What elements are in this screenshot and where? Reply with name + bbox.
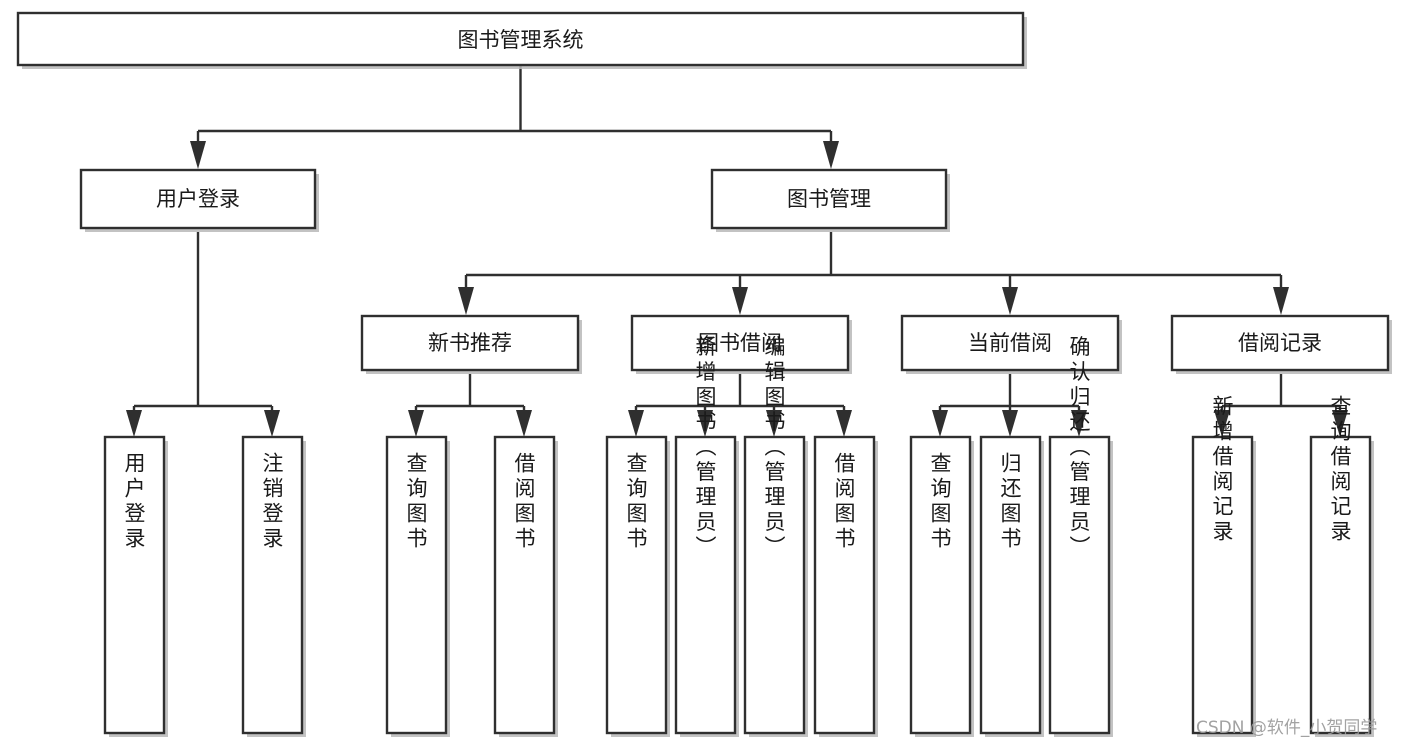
node-leaf-edit-book-label: 编辑图书（管理员） [762,336,786,561]
node-leaf-add-record-label: 新增借阅记录 [1210,395,1234,545]
node-leaf-logout-login[interactable]: 注销登录 [241,435,306,737]
node-leaf-user-login-box[interactable] [103,435,166,735]
arrowhead-leaf-query-record [1332,410,1348,437]
node-borrow-record-label: 借阅记录 [1238,331,1322,355]
node-borrow-record-box[interactable] [1170,314,1390,372]
node-current-borrow-box[interactable] [900,314,1120,372]
node-book-management[interactable]: 图书管理 [710,168,950,232]
node-leaf-query-book-2[interactable]: 查询图书 [605,435,670,737]
connectors-layer [126,66,1348,437]
arrowhead-leaf-edit-book [766,410,782,437]
arrowhead-leaf-user-login [126,410,142,437]
node-leaf-add-record[interactable]: 新增借阅记录 [1191,395,1256,737]
node-new-book-recommend[interactable]: 新书推荐 [360,314,582,374]
arrowhead-leaf-add-book [697,410,713,437]
node-leaf-confirm-return-box[interactable] [1048,435,1111,735]
node-leaf-add-record-box[interactable] [1191,435,1254,735]
arrowhead-borrow-record [1273,287,1289,315]
node-leaf-user-login-label: 用户登录 [122,452,146,552]
arrowhead-leaf-confirm-return [1071,410,1087,437]
node-leaf-return-book-label: 归还图书 [998,452,1022,552]
arrowhead-leaf-query-book-1 [408,410,424,437]
node-leaf-return-book-box[interactable] [979,435,1042,735]
node-root-box[interactable] [16,11,1025,67]
node-leaf-query-record-label: 查询借阅记录 [1328,395,1352,545]
node-leaf-query-book-3-box[interactable] [909,435,972,735]
node-leaf-query-book-2-label: 查询图书 [624,452,648,552]
node-leaf-add-book-box[interactable] [674,435,737,735]
arrowhead-current-borrow [1002,287,1018,315]
arrowhead-leaf-borrow-book-1 [516,410,532,437]
node-current-borrow[interactable]: 当前借阅 [900,314,1122,374]
node-leaf-confirm-return-label: 确认归还（管理员） [1067,336,1091,561]
node-leaf-return-book[interactable]: 归还图书 [979,435,1044,737]
node-leaf-query-book-1-label: 查询图书 [404,452,428,552]
node-root-label: 图书管理系统 [458,28,584,52]
node-leaf-query-record-box[interactable] [1309,435,1372,735]
node-user-login-box[interactable] [79,168,317,230]
node-leaf-query-book-1-box[interactable] [385,435,448,735]
node-leaf-edit-book-box[interactable] [743,435,806,735]
csdn-watermark: CSDN @软件_小贺同学 [1196,718,1377,738]
node-leaf-borrow-book-1-box[interactable] [493,435,556,735]
arrowhead-user-login [190,141,206,169]
node-borrow-record[interactable]: 借阅记录 [1170,314,1392,374]
node-book-borrow-label: 图书借阅 [698,331,782,355]
node-leaf-query-book-3[interactable]: 查询图书 [909,435,974,737]
arrowhead-leaf-add-record [1214,410,1230,437]
node-leaf-logout-login-label: 注销登录 [260,452,284,552]
node-leaf-borrow-book-2-box[interactable] [813,435,876,735]
node-current-borrow-label: 当前借阅 [968,331,1052,355]
node-leaf-query-book-1[interactable]: 查询图书 [385,435,450,737]
node-book-borrow-box[interactable] [630,314,850,372]
node-user-login[interactable]: 用户登录 [79,168,319,232]
node-new-book-recommend-box[interactable] [360,314,580,372]
node-new-book-recommend-label: 新书推荐 [428,331,512,355]
node-book-borrow[interactable]: 图书借阅 [630,314,852,374]
node-leaf-add-book[interactable]: 新增图书（管理员） [674,336,739,738]
node-leaf-borrow-book-1[interactable]: 借阅图书 [493,435,558,737]
node-leaf-query-record[interactable]: 查询借阅记录 [1309,395,1374,737]
arrowhead-leaf-query-book-3 [932,410,948,437]
arrowhead-leaf-logout-login [264,410,280,437]
node-leaf-logout-login-box[interactable] [241,435,304,735]
arrowhead-book-borrow [732,287,748,315]
node-leaf-borrow-book-2-label: 借阅图书 [832,452,856,552]
node-leaf-borrow-book-2[interactable]: 借阅图书 [813,435,878,737]
node-leaf-add-book-label: 新增图书（管理员） [693,336,717,561]
arrowhead-leaf-borrow-book-2 [836,410,852,437]
node-leaf-borrow-book-1-label: 借阅图书 [512,452,536,552]
node-leaf-user-login[interactable]: 用户登录 [103,435,168,737]
node-leaf-query-book-2-box[interactable] [605,435,668,735]
node-book-management-label: 图书管理 [787,187,871,211]
arrowhead-book-management [823,141,839,169]
node-leaf-query-book-3-label: 查询图书 [928,452,952,552]
node-leaf-edit-book[interactable]: 编辑图书（管理员） [743,336,808,738]
arrowhead-leaf-return-book [1002,410,1018,437]
arrowhead-leaf-query-book-2 [628,410,644,437]
node-book-management-box[interactable] [710,168,948,230]
node-root[interactable]: 图书管理系统 [16,11,1027,69]
node-leaf-confirm-return[interactable]: 确认归还（管理员） [1048,336,1113,738]
node-user-login-label: 用户登录 [156,187,240,211]
arrowhead-new-book-recommend [458,287,474,315]
